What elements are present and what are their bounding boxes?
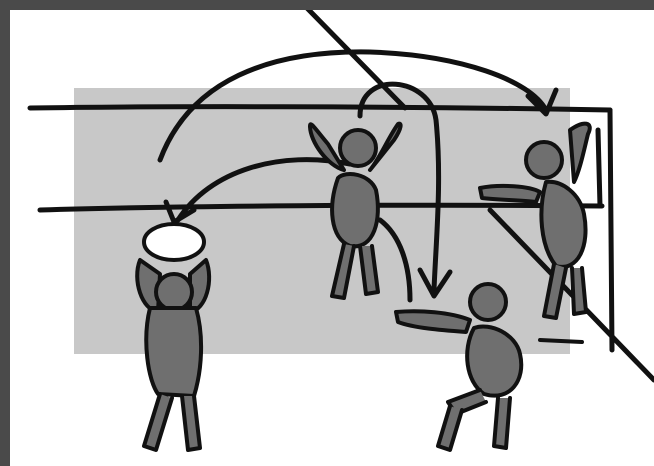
left-player — [137, 260, 209, 450]
ball — [144, 224, 204, 260]
illustration-panel — [10, 10, 654, 466]
volleyball-sketch — [10, 10, 654, 466]
